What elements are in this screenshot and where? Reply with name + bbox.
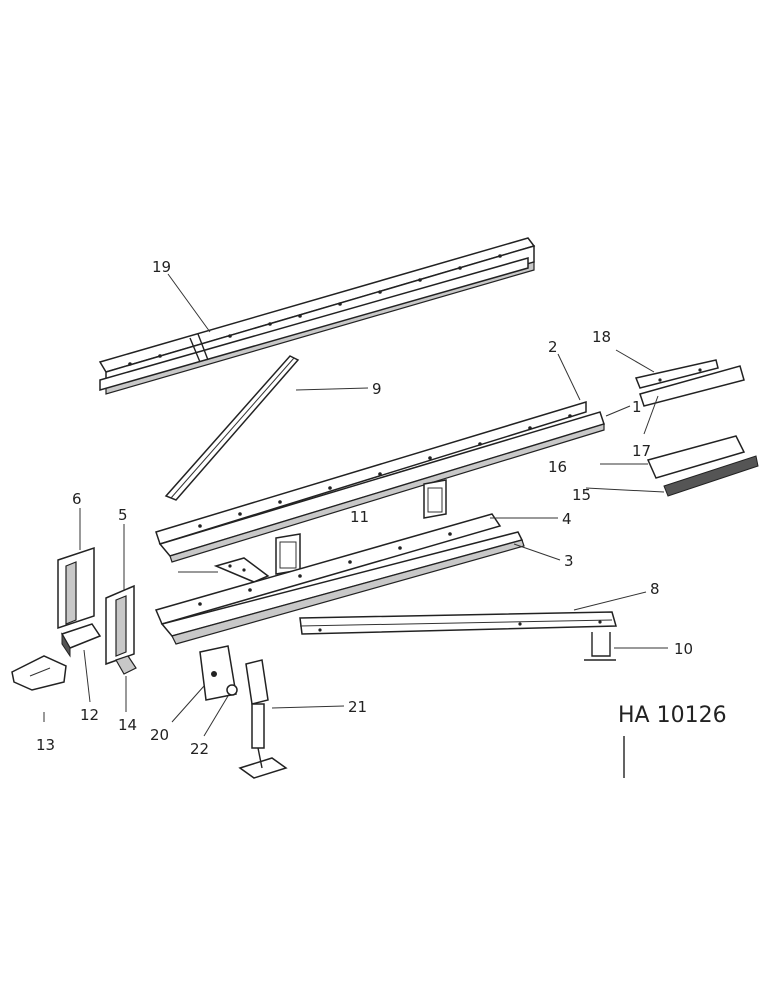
- gusset-plate: [213, 557, 270, 583]
- part-9-brace: [164, 355, 300, 501]
- part-4-3-rails: [154, 513, 525, 645]
- part-2-1-rails: [155, 400, 605, 563]
- label-4: 4: [562, 510, 572, 528]
- label-1: 1: [632, 398, 642, 416]
- part-16-15-channels: [646, 435, 759, 497]
- part-18-17-channels: [634, 359, 745, 407]
- part-12-block: [60, 623, 102, 658]
- leader-lines: [43, 273, 668, 778]
- figure-code: HA 10126: [618, 703, 727, 728]
- label-13: 13: [36, 736, 55, 754]
- label-9: 9: [372, 380, 382, 398]
- part-20-21-22-jack: [199, 645, 288, 779]
- label-17: 17: [632, 442, 651, 460]
- label-19: 19: [152, 258, 171, 276]
- callout-labels: 19 9 2 1 18 17 16 15 11 4 3 8 10 6 5 12 …: [36, 258, 727, 758]
- label-11: 11: [350, 508, 369, 526]
- label-3: 3: [564, 552, 574, 570]
- part-13-hitch: [11, 655, 67, 691]
- label-10: 10: [674, 640, 693, 658]
- part-14-bushing: [115, 655, 137, 675]
- part-8-rail: [299, 611, 617, 635]
- label-2: 2: [548, 338, 558, 356]
- label-14: 14: [118, 716, 137, 734]
- label-16: 16: [548, 458, 567, 476]
- part-11-plates: [275, 479, 447, 575]
- part-19-channel-assembly: [98, 237, 536, 395]
- label-22: 22: [190, 740, 209, 758]
- label-6: 6: [72, 490, 82, 508]
- label-15: 15: [572, 486, 591, 504]
- label-21: 21: [348, 698, 367, 716]
- part-6-5-brackets: [57, 546, 135, 666]
- label-8: 8: [650, 580, 660, 598]
- part-10-u-bolt: [584, 632, 616, 661]
- label-12: 12: [80, 706, 99, 724]
- label-18: 18: [592, 328, 611, 346]
- label-20: 20: [150, 726, 169, 744]
- label-5: 5: [118, 506, 128, 524]
